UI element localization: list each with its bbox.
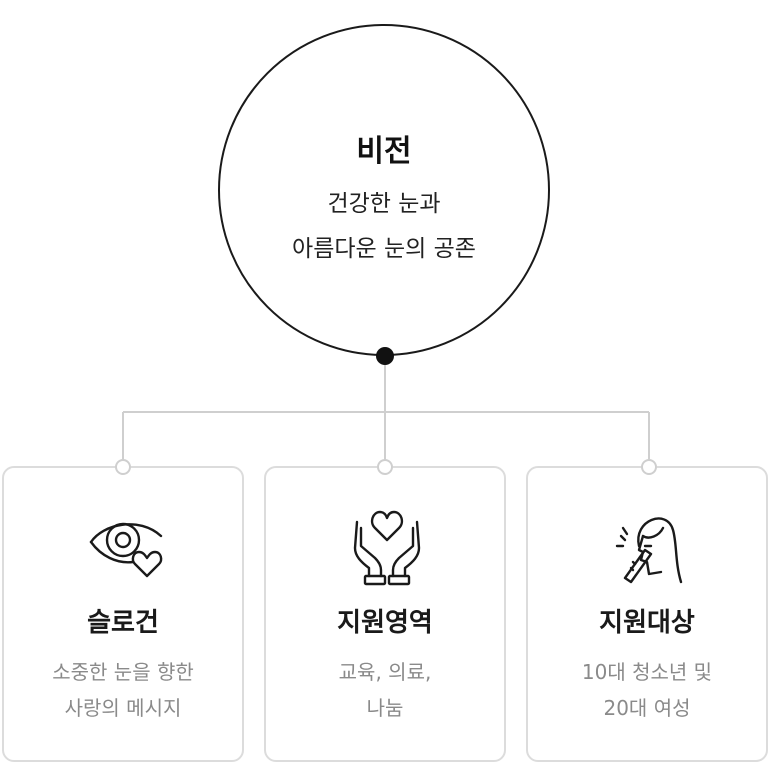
card-desc-line-2: 20대 여성: [603, 696, 691, 720]
card-title: 지원영역: [337, 608, 433, 638]
card-desc-line-1: 소중한 눈을 향한: [52, 660, 194, 684]
eye-heart-icon: [89, 522, 163, 578]
card-slogan: 슬로건 소중한 눈을 향한 사랑의 메시지: [2, 466, 244, 762]
card-support-target: 지원대상 10대 청소년 및 20대 여성: [526, 466, 768, 762]
hands-heart-icon: [353, 510, 421, 586]
card-desc-line-1: 10대 청소년 및: [581, 660, 713, 684]
card-title: 지원대상: [599, 608, 695, 638]
connector-node: [641, 459, 657, 475]
connector-node: [377, 459, 393, 475]
card-support-area: 지원영역 교육, 의료, 나눔: [264, 466, 506, 762]
vision-line-1: 건강한 눈과: [327, 191, 441, 217]
vision-title: 비전: [356, 134, 412, 169]
card-title: 슬로건: [87, 608, 159, 638]
vision-line-2: 아름다운 눈의 공존: [292, 236, 476, 262]
card-desc-line-2: 나눔: [366, 696, 404, 720]
connector-node: [115, 459, 131, 475]
card-desc-line-1: 교육, 의료,: [338, 660, 432, 684]
eye-drop-person-icon: [615, 517, 683, 584]
anchor-dot: [376, 347, 394, 365]
card-desc-line-2: 사랑의 메시지: [64, 696, 182, 720]
